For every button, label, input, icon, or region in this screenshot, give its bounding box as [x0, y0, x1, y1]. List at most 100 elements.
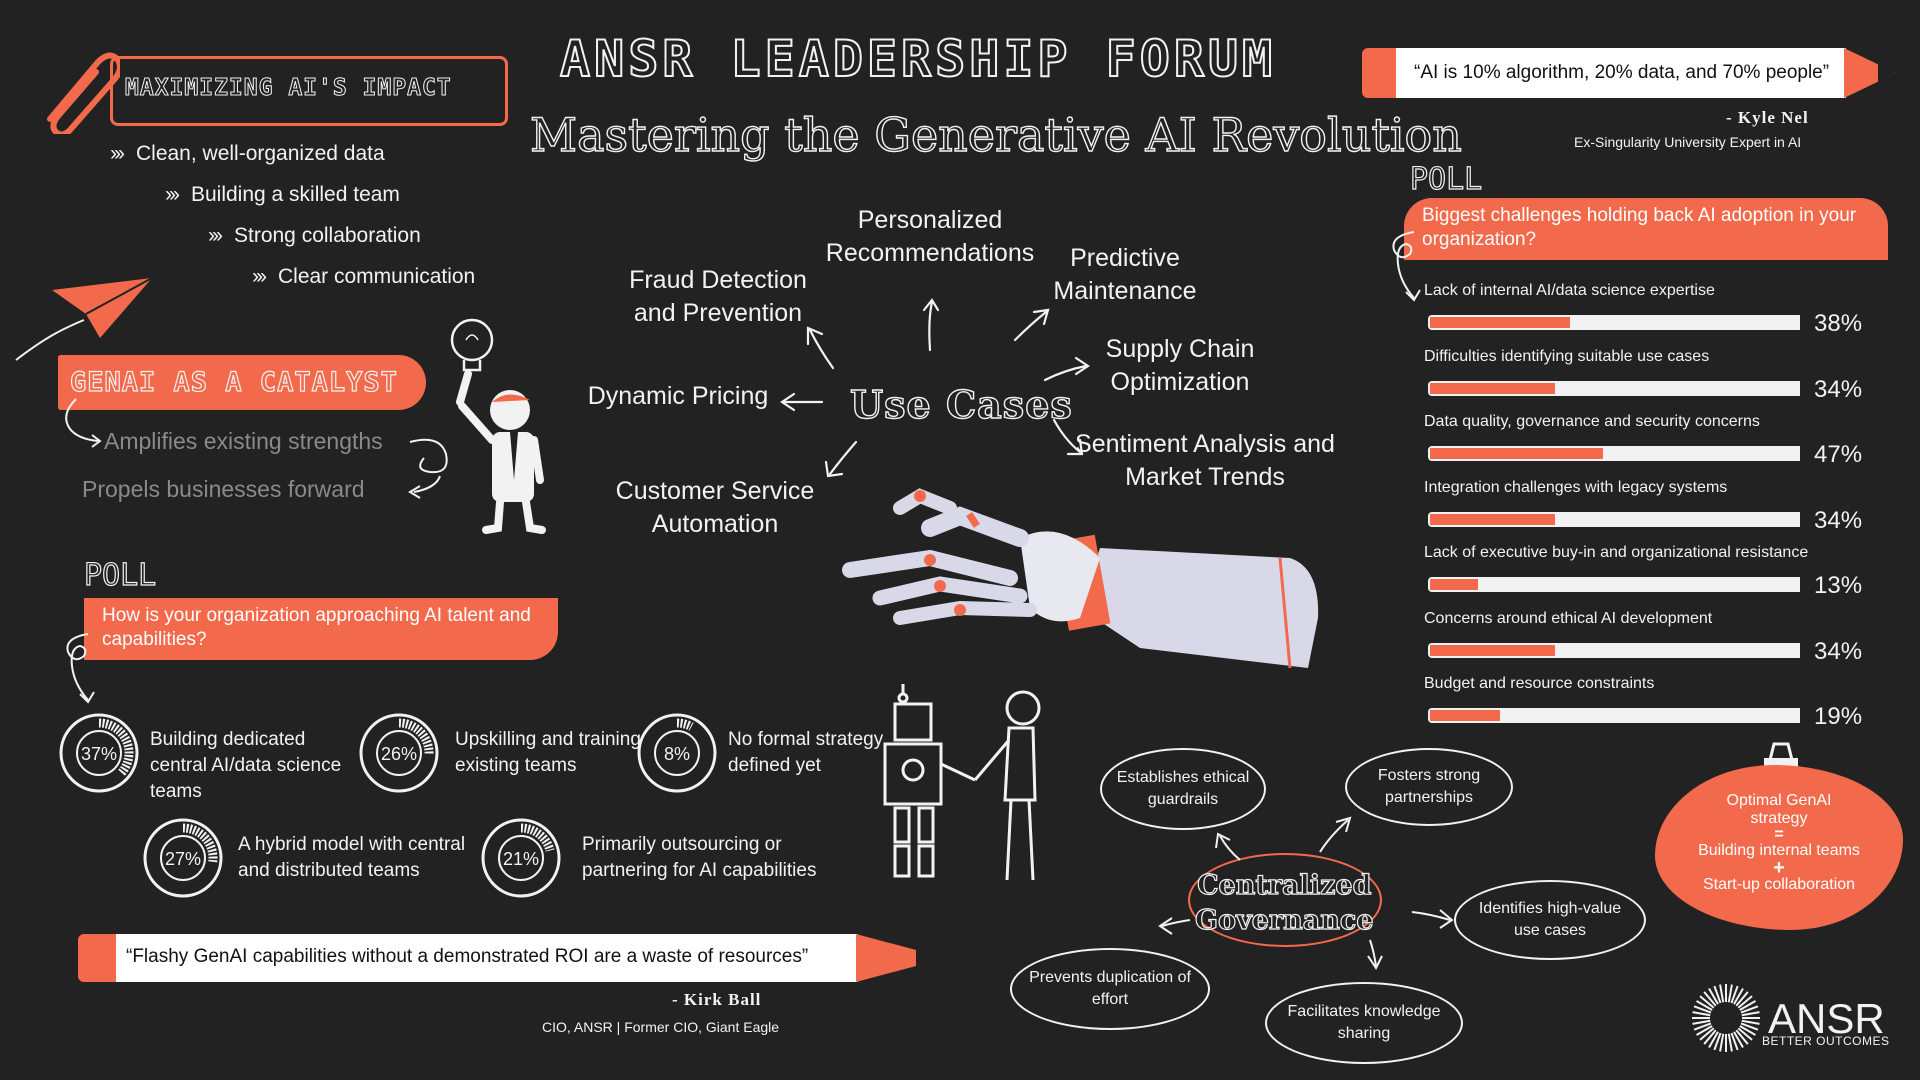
challenge-row: Difficulties identifying suitable use ca…	[1424, 348, 1870, 408]
maximizing-item: ›››Building a skilled team	[165, 183, 400, 206]
curl-arrow-icon	[408, 438, 448, 499]
curl-arrow-icon	[1392, 231, 1421, 302]
pencil-tip	[1844, 48, 1896, 98]
quote-author: - Kirk Ball	[672, 990, 762, 1009]
pie-chart: 37%	[59, 713, 139, 793]
challenge-percent: 38%	[1814, 310, 1863, 337]
maximizing-box	[110, 56, 508, 126]
challenge-label: Integration challenges with legacy syste…	[1424, 478, 1728, 496]
challenge-label: Lack of executive buy-in and organizatio…	[1424, 544, 1809, 561]
challenge-label: Difficulties identifying suitable use ca…	[1424, 347, 1710, 365]
sunburst-ray	[1696, 1025, 1713, 1036]
sunburst-ray	[1727, 1033, 1733, 1052]
challenge-row: Data quality, governance and security co…	[1424, 413, 1870, 473]
talent-pie: 27%	[140, 815, 226, 901]
sunburst-ray	[1713, 1032, 1722, 1051]
quote-role: Ex-Singularity University Expert in AI	[1574, 134, 1802, 150]
maximizing-item: ›››Clean, well-organized data	[110, 142, 385, 165]
challenge-label: Budget and resource constraints	[1424, 675, 1655, 692]
poll-label: POLL	[1409, 161, 1483, 197]
quote-text: “Flashy GenAI capabilities without a dem…	[126, 946, 809, 967]
ansr-tagline: BETTER OUTCOMES	[1762, 1034, 1890, 1048]
governance-bubble-knowledge: Facilitates knowledge sharing	[1265, 982, 1463, 1064]
governance-bubble-partnerships: Fosters strong partnerships	[1345, 748, 1513, 826]
talent-pie: 8%	[634, 710, 720, 796]
sunburst-ray	[1693, 1022, 1712, 1031]
sunburst-ray	[1741, 1019, 1760, 1025]
challenge-bar-fill	[1430, 644, 1556, 656]
talent-option-text: Upskilling and training existing teams	[455, 729, 641, 776]
poll-label: POLL	[83, 557, 157, 593]
man-with-lightbulb-illustration	[450, 318, 546, 534]
robot-hand-illustration	[842, 488, 1319, 669]
pencil-tip	[856, 934, 946, 982]
challenge-bar-track	[1428, 446, 1800, 461]
talent-pie: 21%	[478, 815, 564, 901]
governance-title: Centralized Governance	[1194, 869, 1374, 936]
governance-bubble-duplication: Prevents duplication of effort	[1010, 948, 1210, 1030]
sunburst-ray	[1699, 995, 1715, 1009]
pencil-eraser	[1362, 48, 1396, 98]
pie-label: 21%	[503, 849, 539, 869]
catalyst-title: GENAI AS A CATALYST	[69, 366, 398, 398]
sunburst-ray	[1719, 1033, 1725, 1052]
sunburst-ray	[1740, 1005, 1759, 1014]
sunburst-ray	[1696, 1000, 1713, 1011]
challenge-label: Concerns around ethical AI development	[1424, 609, 1713, 627]
pie-label: 8%	[664, 744, 690, 764]
optimal-strategy-blob	[1655, 765, 1903, 930]
sunburst-ray	[1708, 1031, 1719, 1048]
sunburst-ray	[1730, 985, 1739, 1004]
use-case-personalized: Personalized Recommendations	[825, 206, 1035, 267]
forum-title: ANSR LEADERSHIP FORUM	[559, 29, 1277, 89]
curl-arrow-icon	[66, 633, 95, 704]
quote-author: - Kyle Nel	[1726, 108, 1809, 127]
pencil-body	[116, 934, 858, 982]
talent-option-text: A hybrid model with central and distribu…	[238, 834, 466, 881]
sunburst-ray	[1737, 1027, 1753, 1041]
quote-pencil-bottom: “Flashy GenAI capabilities without a dem…	[78, 934, 946, 982]
use-case-supply: Supply Chain Optimization	[1105, 335, 1255, 396]
pie-slice	[520, 823, 555, 852]
sunburst-ray	[1693, 1005, 1712, 1014]
talent-option-text: Primarily outsourcing or partnering for …	[582, 834, 817, 881]
chevrons-icon: ›››	[110, 142, 125, 165]
sunburst-ray	[1741, 1011, 1760, 1017]
curl-arrow-icon	[65, 398, 102, 448]
challenge-percent: 13%	[1814, 572, 1863, 599]
challenges-poll-question: Biggest challenges holding back AI adopt…	[1404, 198, 1888, 260]
quote-role: CIO, ANSR | Former CIO, Giant Eagle	[542, 1019, 780, 1035]
challenge-bar-fill	[1430, 710, 1500, 721]
challenge-row: Integration challenges with legacy syste…	[1424, 479, 1870, 539]
use-case-customer: Customer Service Automation	[615, 477, 815, 538]
challenge-percent: 47%	[1814, 441, 1863, 468]
sunburst-ray	[1737, 995, 1753, 1009]
challenge-row: Budget and resource constraints 19%	[1424, 675, 1870, 735]
pie-slice	[676, 718, 694, 731]
challenge-row: Lack of executive buy-in and organizatio…	[1424, 544, 1870, 604]
forum-subtitle: Mastering the Generative AI Revolution	[529, 107, 1462, 162]
chevrons-icon: ›››	[252, 265, 267, 288]
challenge-bar-fill	[1430, 579, 1478, 590]
talent-option-text: No formal strategy defined yet	[728, 729, 884, 776]
talent-pie: 26%	[356, 710, 442, 796]
sunburst-ray	[1713, 985, 1722, 1004]
chevrons-icon: ›››	[165, 183, 180, 206]
sunburst-ray	[1733, 988, 1744, 1005]
pie-label: 37%	[81, 744, 117, 764]
pie-slice	[182, 823, 218, 863]
pie-chart: 26%	[359, 713, 439, 793]
governance-bubble-ethical: Establishes ethical guardrails	[1100, 748, 1266, 830]
use-case-arrows	[780, 298, 1090, 478]
challenge-percent: 19%	[1814, 703, 1863, 730]
sunburst-ray	[1708, 988, 1719, 1005]
pencil-eraser	[78, 934, 116, 982]
sunburst-ray	[1735, 991, 1749, 1007]
talent-option-text: Building dedicated central AI/data scien…	[150, 729, 342, 802]
use-case-sentiment: Sentiment Analysis and Market Trends	[1075, 430, 1335, 491]
use-case-pricing: Dynamic Pricing	[587, 382, 769, 410]
sunburst-ray	[1692, 1011, 1711, 1017]
catalyst-item: Amplifies existing strengths	[104, 428, 383, 454]
catalyst-item: Propels businesses forward	[82, 476, 365, 502]
